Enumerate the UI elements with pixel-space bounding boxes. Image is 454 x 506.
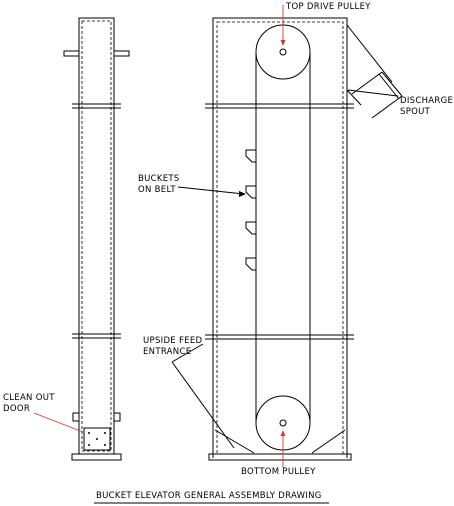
side-base-plate [71, 453, 122, 461]
top-pulley-hub [279, 48, 287, 56]
label-spout: SPOUT [400, 107, 431, 117]
bottom-pulley-hub [279, 419, 287, 427]
side-casing-inner [81, 20, 112, 452]
leaders [33, 5, 399, 468]
drawing-title: BUCKET ELEVATOR GENERAL ASSEMBLY DRAWING [96, 491, 322, 501]
front-casing-inner [216, 21, 344, 455]
label-on-belt: ON BELT [138, 185, 176, 195]
front-base-plate [208, 453, 352, 461]
label-clean-out: CLEAN OUT [3, 393, 55, 403]
label-bottom-pulley: BOTTOM PULLEY [241, 467, 316, 477]
bucket [245, 149, 256, 163]
side-casing [78, 17, 115, 455]
label-entrance: ENTRANCE [143, 347, 191, 357]
label-top-drive-pulley: TOP DRIVE PULLEY [285, 2, 371, 12]
bucket [245, 221, 256, 235]
discharge-spout [346, 24, 403, 119]
label-door: DOOR [3, 404, 30, 414]
labels: TOP DRIVE PULLEY DISCHARGE SPOUT BUCKETS… [3, 2, 453, 504]
side-view [63, 17, 130, 461]
side-shaft-right [113, 50, 130, 57]
front-casing [212, 17, 348, 458]
clean-out-door [83, 427, 111, 451]
bucket [245, 185, 256, 199]
label-discharge: DISCHARGE [400, 96, 453, 106]
label-upside-feed: UPSIDE FEED [143, 336, 202, 346]
side-shaft-left [63, 50, 80, 57]
front-view [205, 17, 403, 461]
bucket [245, 257, 256, 271]
label-buckets: BUCKETS [138, 174, 180, 184]
